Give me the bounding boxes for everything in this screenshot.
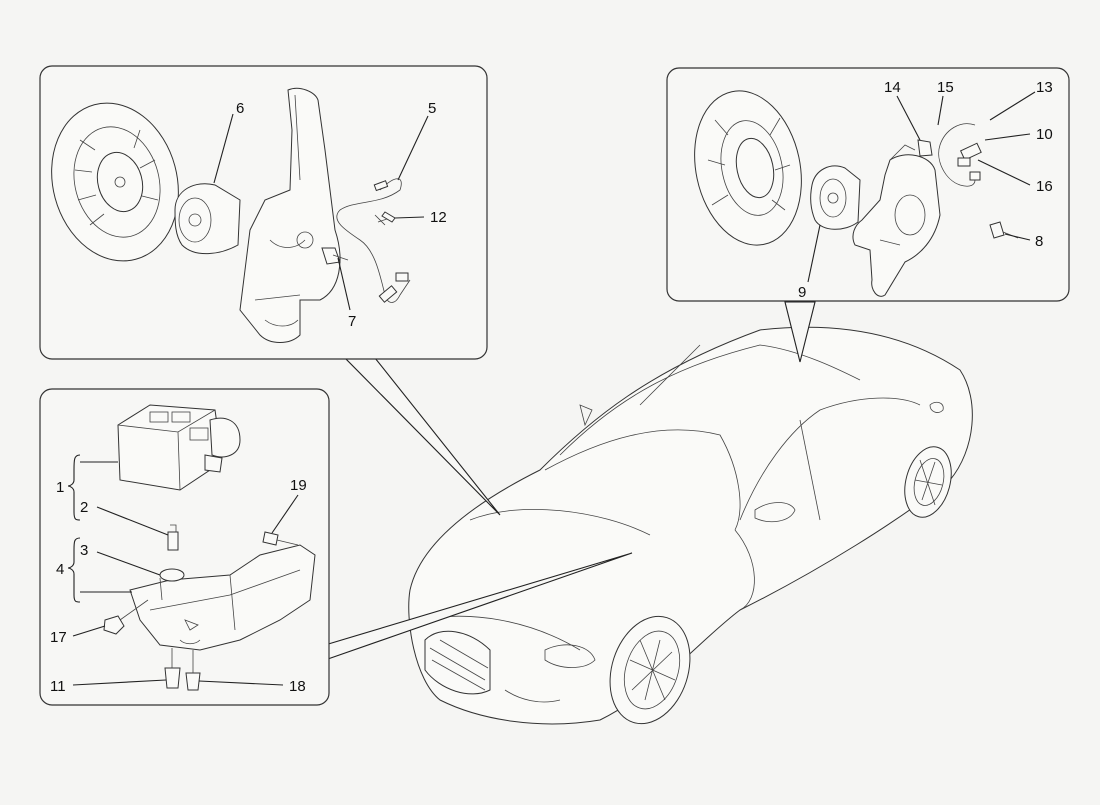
- callout-17: 17: [50, 629, 67, 646]
- callout-12: 12: [430, 209, 447, 226]
- leader-to-car: [324, 301, 816, 661]
- front-brake-disc: [51, 102, 179, 262]
- car-illustration: [408, 326, 973, 725]
- abs-bolt-11: [164, 648, 181, 689]
- callout-5: 5: [428, 100, 436, 117]
- abs-damper-2: [167, 524, 179, 551]
- callout-6: 6: [236, 100, 244, 117]
- callout-8: 8: [1035, 233, 1043, 250]
- rear-brake-disc: [694, 90, 802, 246]
- callout-18: 18: [289, 678, 306, 695]
- callout-14: 14: [884, 79, 901, 96]
- callout-16: 16: [1036, 178, 1053, 195]
- callout-15: 15: [937, 79, 954, 96]
- front-abs-sensor-wire: [336, 178, 411, 303]
- callout-4: 4: [56, 561, 64, 578]
- front-wheel-hub: [174, 183, 241, 255]
- abs-control-unit: [117, 404, 241, 491]
- abs-bolt-19: [262, 531, 299, 546]
- abs-panel: 1 2 3 4 17 11 18 19: [39, 388, 330, 706]
- callout-7: 7: [348, 313, 356, 330]
- callout-3: 3: [80, 542, 88, 559]
- callout-19: 19: [290, 477, 307, 494]
- rear-abs-sensor-wire: [917, 123, 982, 187]
- front-hub-panel: 6 5 12 7: [39, 65, 488, 360]
- abs-bracket: [129, 544, 316, 651]
- callout-11: 11: [50, 678, 66, 695]
- abs-bolt-18: [185, 650, 201, 691]
- front-bolt-7: [321, 247, 349, 265]
- callout-10: 10: [1036, 126, 1053, 143]
- callout-13: 13: [1036, 79, 1053, 96]
- callout-1: 1: [56, 479, 64, 496]
- rear-knuckle: [852, 144, 941, 297]
- rear-wheel-hub: [810, 165, 861, 230]
- rear-hub-panel: 14 15 13 10 16 8 9: [666, 67, 1070, 302]
- front-steering-knuckle: [239, 87, 341, 343]
- callout-9: 9: [798, 284, 806, 301]
- callout-2: 2: [80, 499, 88, 516]
- abs-nut-17: [103, 599, 149, 635]
